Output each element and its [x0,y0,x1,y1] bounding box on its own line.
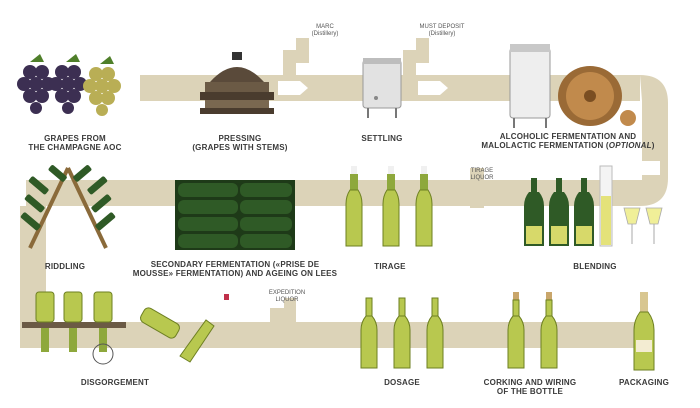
tirage-liquor-flow [470,168,484,208]
must-arrow-2 [418,81,448,95]
step-secondary-fermentation-label: SECONDARY FERMENTATION («PRISE DE MOUSSE… [132,260,338,278]
tirage-liquor-label: TIRAGE LIQUOR [470,168,494,181]
disgorgement-illustration [22,291,229,365]
marc-flow [283,38,309,75]
step-grapes-label: GRAPES FROM THE CHAMPAGNE AOC [28,134,122,152]
step-corking-label: CORKING AND WIRING OF THE BOTTLE [483,378,577,396]
corked-bottles [507,292,558,369]
expedition-liquor-label: EXPEDITION LIQUOR [268,290,306,303]
grapes-illustration [17,54,121,116]
belt-arrows [278,81,660,232]
packaged-bottle [633,292,655,371]
bottle [415,166,433,247]
must-label-2: MUST [424,85,444,92]
must-arrow-1 [278,81,308,95]
must-label-1: MUST [284,85,304,92]
marc-label: MARC (Distillery) [311,24,339,37]
wine-label-right: WINE [642,165,660,172]
blending-illustration [524,165,663,247]
process-belt [20,38,668,348]
step-tirage-label: TIRAGE [374,262,406,271]
expedition-liquor-flow [270,298,296,322]
step-dosage-label: DOSAGE [384,378,420,387]
step-riddling-label: RIDDLING [44,262,86,271]
bottle-stack-illustration [175,180,295,250]
step-disgorgement-label: DISGORGEMENT [80,378,150,387]
step-packaging-label: PACKAGING [618,378,670,387]
must-deposit-flow [403,38,429,75]
riddling-rack-illustration [20,165,116,249]
bottle [382,166,400,247]
must-deposit-label: MUST DEPOSIT (Distillery) [419,24,465,37]
wine-arrow-right [632,161,660,175]
settling-tank-illustration [362,58,402,118]
press-illustration [200,52,274,114]
step-pressing-label: PRESSING (GRAPES WITH STEMS) [192,134,288,152]
step-fermentation-label: ALCOHOLIC FERMENTATION AND MALOLACTIC FE… [481,132,655,150]
tirage-bottles [345,166,433,247]
wine-arrow-mid [454,218,490,232]
fermentation-illustration [509,44,636,128]
bottle [345,166,363,247]
dosage-bottles [360,297,444,369]
step-blending-label: BLENDING [573,262,617,271]
step-settling-label: SETTLING [361,134,403,143]
wine-label-mid: WINE [466,222,484,229]
